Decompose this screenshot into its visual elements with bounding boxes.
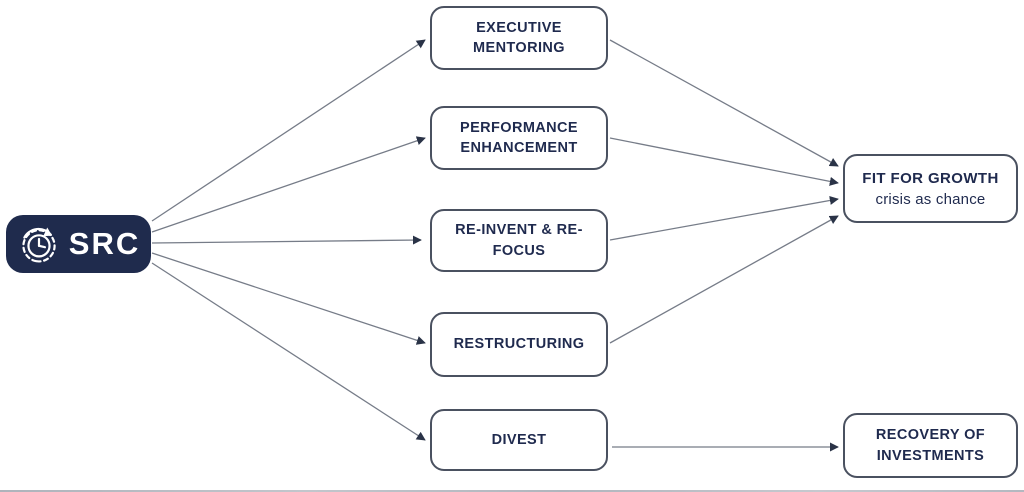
service-label: PERFORMANCE ENHANCEMENT: [460, 119, 578, 156]
clock-history-icon: [22, 227, 56, 263]
src-source-node: SRC: [6, 215, 151, 273]
arrow-src-to-restructuring: [151, 252, 426, 345]
service-node-reinvent-refocus: RE-INVENT & RE-FOCUS: [430, 209, 608, 272]
service-node-divest: DIVEST: [430, 409, 608, 471]
outcome-subtitle: crisis as chance: [875, 190, 986, 208]
service-label: EXECUTIVE MENTORING: [473, 19, 565, 56]
outcome-node-fit-for-growth: FIT FOR GROWTH crisis as chance: [843, 154, 1018, 223]
service-label: DIVEST: [491, 431, 547, 448]
arrow-src-to-executive-mentoring: [151, 39, 426, 222]
arrow-reinvent-refocus-to-fit-for-growth: [609, 195, 839, 241]
arrow-src-to-divest: [151, 262, 426, 441]
arrow-executive-mentoring-to-fit-for-growth: [609, 39, 839, 167]
cropped-bottom-edge: [0, 490, 1024, 492]
outcome-title: FIT FOR GROWTH: [862, 169, 999, 187]
outcome-node-recovery-of-investments: RECOVERY OF INVESTMENTS: [843, 413, 1018, 478]
service-label: RE-INVENT & RE-FOCUS: [455, 222, 583, 259]
arrow-restructuring-to-fit-for-growth: [609, 215, 839, 344]
src-label: SRC: [68, 225, 141, 261]
service-node-performance-enhancement: PERFORMANCE ENHANCEMENT: [430, 106, 608, 170]
arrow-src-to-reinvent-refocus: [151, 235, 422, 245]
arrow-performance-enhancement-to-fit-for-growth: [609, 137, 839, 186]
service-node-restructuring: RESTRUCTURING: [430, 312, 608, 377]
arrow-src-to-performance-enhancement: [151, 136, 426, 233]
service-node-executive-mentoring: EXECUTIVE MENTORING: [430, 6, 608, 70]
outcome-title: RECOVERY OF INVESTMENTS: [875, 427, 986, 464]
service-label: RESTRUCTURING: [453, 336, 585, 353]
